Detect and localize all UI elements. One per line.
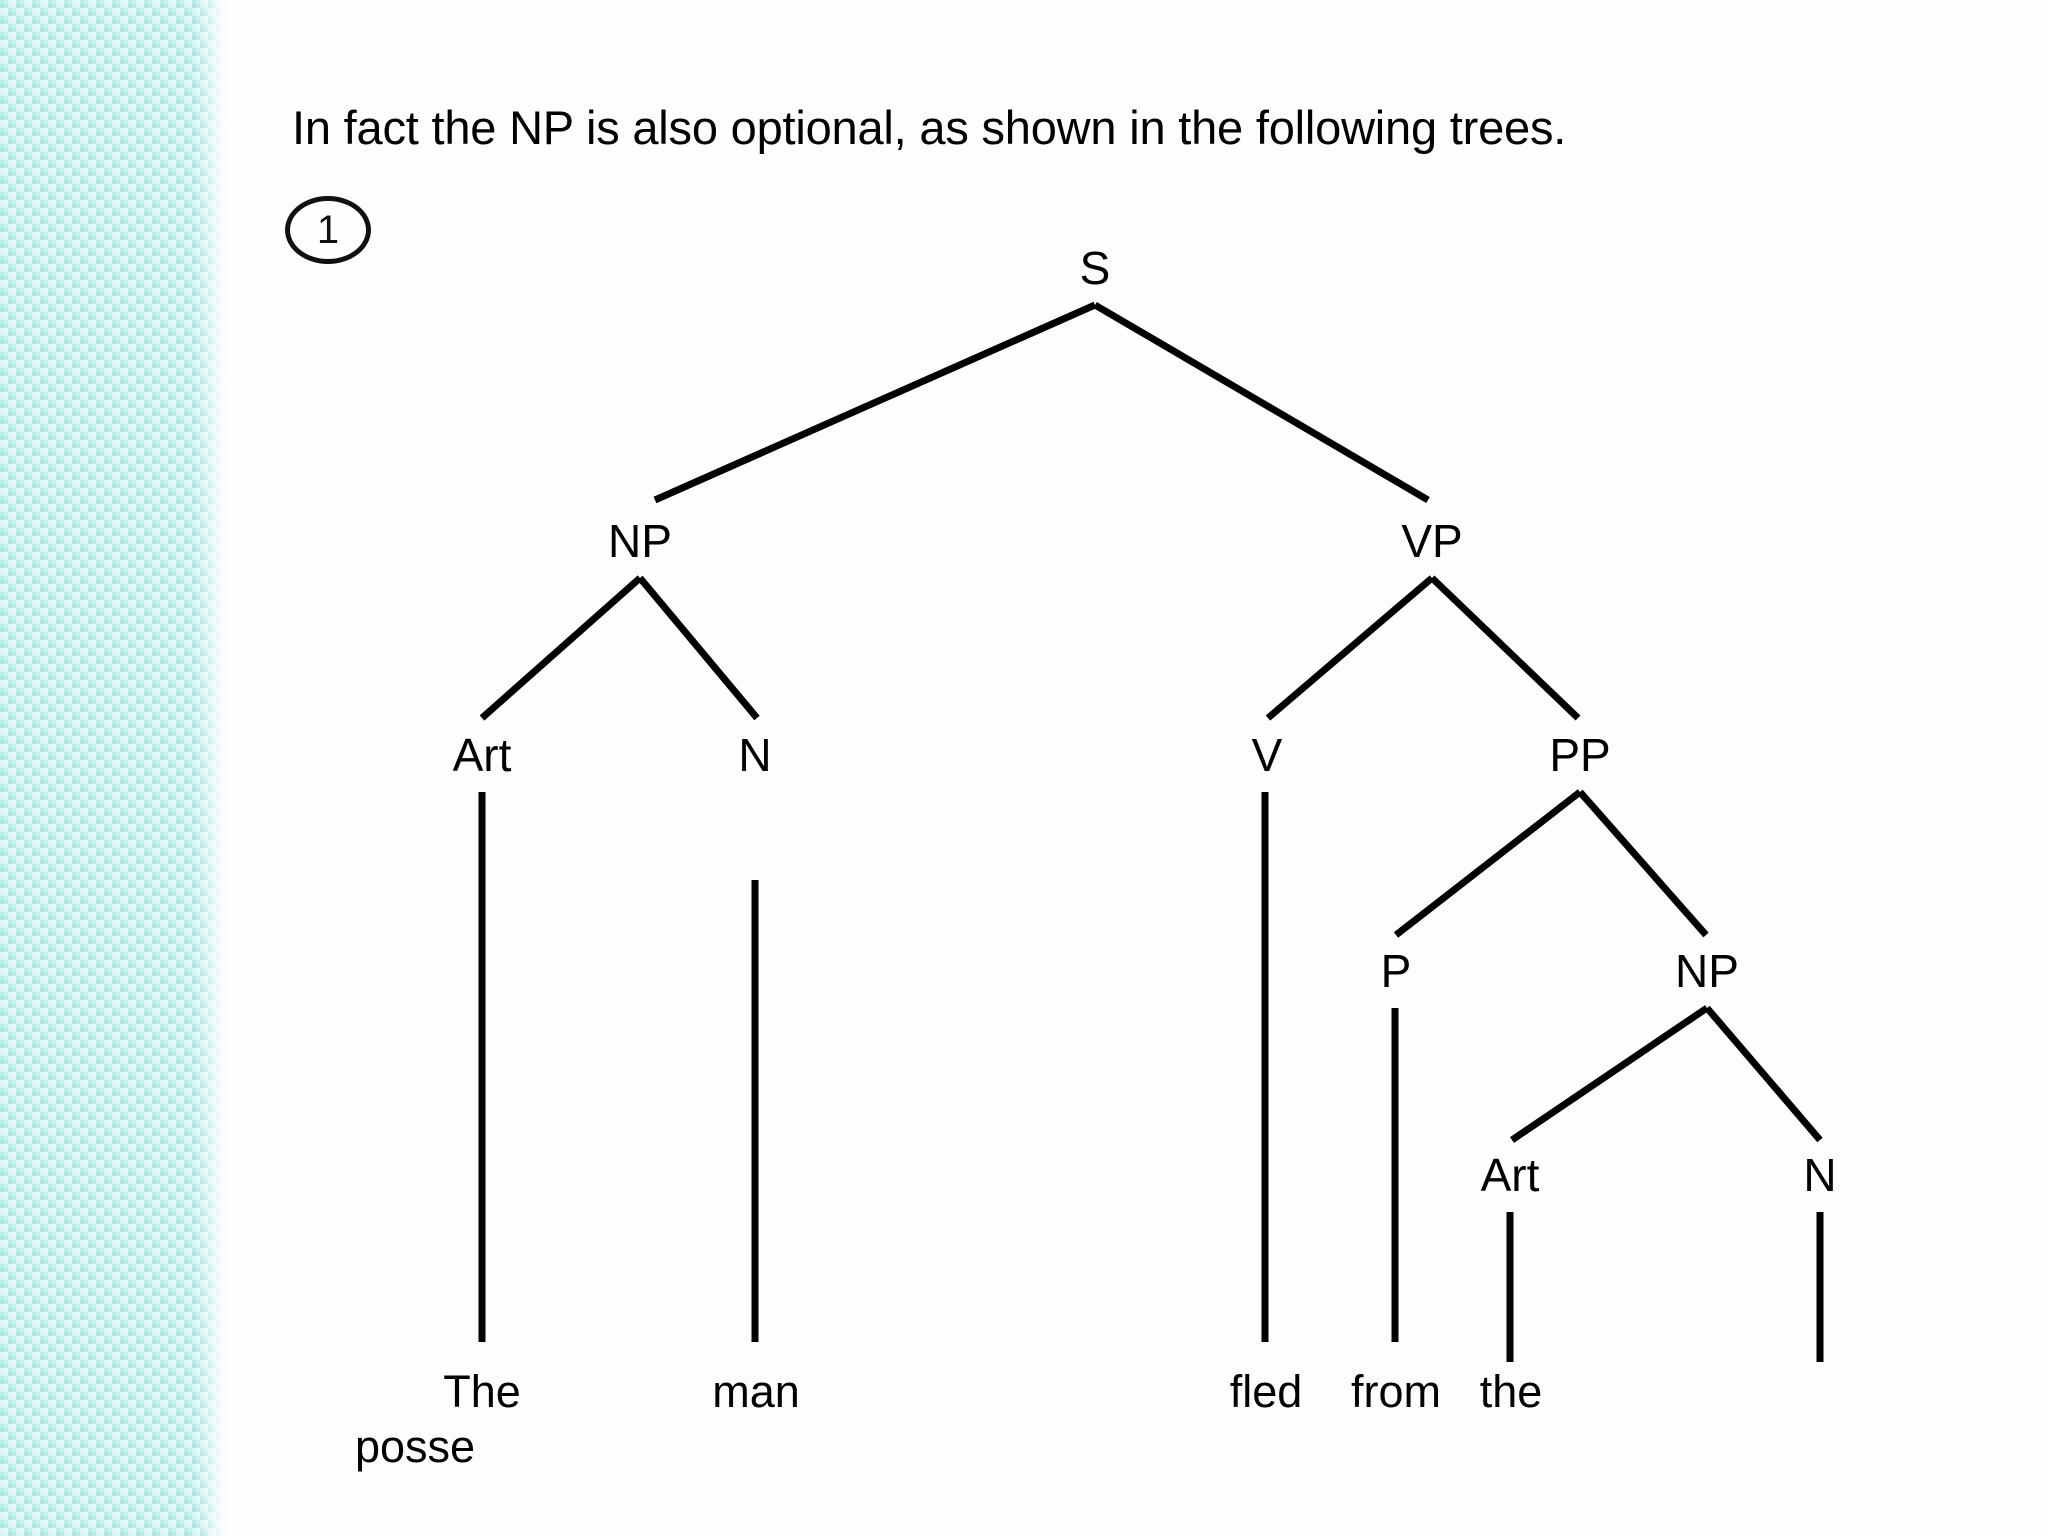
example-number-badge: 1 <box>285 196 371 264</box>
tree-branch-s-np1 <box>653 301 1097 504</box>
tree-branch-np2-art2 <box>1510 1005 1709 1143</box>
tree-node-s: S <box>1079 242 1111 294</box>
tree-branch-s-vp <box>1093 301 1430 504</box>
tree-stem-lines <box>478 792 1824 1362</box>
tree-node-n2: N <box>1803 1149 1837 1201</box>
tree-node-np1: NP <box>608 515 672 567</box>
tree-terminal-n2: posse <box>355 1421 476 1472</box>
tree-node-p: P <box>1380 945 1412 997</box>
sidebar-fade-overlay <box>196 0 232 1536</box>
tree-terminal-p: from <box>1351 1366 1441 1417</box>
tree-node-vp: VP <box>1401 515 1463 567</box>
tree-node-art2: Art <box>1480 1149 1540 1201</box>
tree-node-v: V <box>1251 729 1283 781</box>
tree-terminal-v: fled <box>1229 1366 1303 1417</box>
tree-node-pp: PP <box>1549 729 1611 781</box>
tree-terminal-art1: The <box>443 1366 521 1417</box>
tree-branch-pp-np2 <box>1577 789 1709 938</box>
tree-terminal-art2: the <box>1479 1366 1543 1417</box>
page-title: In fact the NP is also optional, as show… <box>292 101 1567 154</box>
tree-branch-np1-n1 <box>637 575 760 721</box>
tree-terminal-n1: man <box>712 1366 800 1417</box>
tree-node-n1: N <box>738 729 772 781</box>
example-number-label: 1 <box>316 207 340 252</box>
tree-branch-np2-n2 <box>1704 1005 1823 1143</box>
tree-branch-vp-pp <box>1429 575 1581 721</box>
tree-node-np2: NP <box>1675 945 1739 997</box>
tree-branch-pp-p <box>1393 789 1583 938</box>
tree-branch-np1-art1 <box>479 575 643 721</box>
tree-branch-lines <box>479 301 1823 1143</box>
tree-branch-vp-v <box>1265 575 1435 721</box>
tree-node-art1: Art <box>452 729 512 781</box>
decorative-sidebar <box>0 0 228 1536</box>
